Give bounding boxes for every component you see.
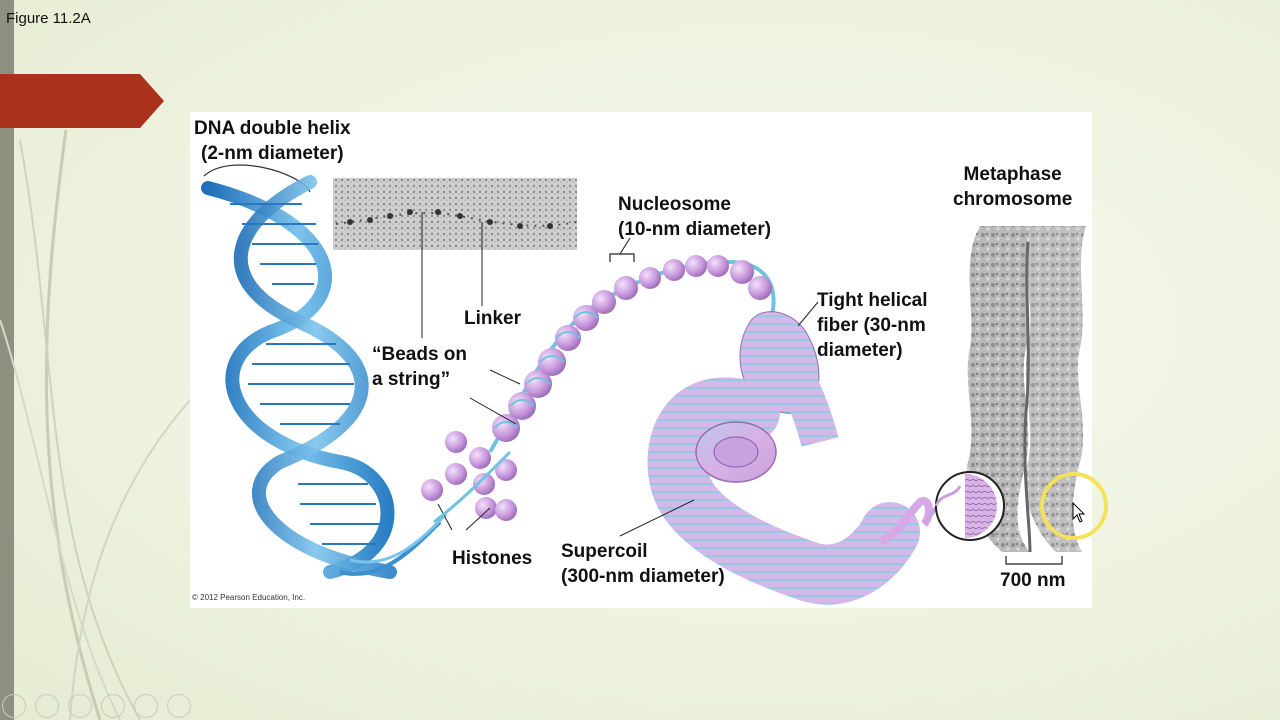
- left-edge-stripe: [0, 0, 14, 720]
- histones-label: Histones: [452, 548, 533, 569]
- play-icon[interactable]: [35, 694, 59, 718]
- scale-label: 700 nm: [1000, 570, 1066, 591]
- zoom-icon[interactable]: [134, 694, 158, 718]
- metaphase-label: Metaphase chromosome: [953, 164, 1073, 210]
- decorative-grass: [0, 129, 191, 720]
- linker-label: Linker: [464, 308, 522, 329]
- tight-fiber-label: Tight helical fiber (30-nm diameter): [817, 290, 928, 361]
- dna-label-text: DNA double helix (2-nm diameter): [194, 118, 351, 164]
- chromatin-diagram: DNA double helix (2-nm diameter) “Beads …: [190, 112, 1092, 608]
- slideshow-controls: [2, 694, 191, 718]
- cursor-highlight-ring: [1040, 472, 1108, 540]
- title-ribbon: [0, 74, 164, 128]
- figure-label: Figure 11.2A: [6, 10, 91, 27]
- histones: [421, 431, 517, 531]
- dna-double-helix: [201, 164, 448, 579]
- nucleosome-string: [469, 237, 776, 454]
- supercoil-label: Supercoil (300-nm diameter): [561, 541, 725, 587]
- nucleosome-label: Nucleosome (10-nm diameter): [618, 194, 772, 240]
- pen-icon[interactable]: [68, 694, 92, 718]
- diagram-artwork: [201, 164, 1086, 605]
- copyright-notice: © 2012 Pearson Education, Inc.: [192, 593, 306, 602]
- more-icon[interactable]: [167, 694, 191, 718]
- beads-label: “Beads on a string”: [372, 344, 468, 390]
- prev-icon[interactable]: [2, 694, 26, 718]
- beads-micrograph: [333, 178, 577, 338]
- supercoil: [619, 377, 963, 605]
- slides-icon[interactable]: [101, 694, 125, 718]
- mouse-pointer-icon: [1072, 502, 1086, 523]
- dna-label: DNA double helix (2-nm diameter): [194, 116, 351, 166]
- metaphase-chromosome: [934, 226, 1086, 565]
